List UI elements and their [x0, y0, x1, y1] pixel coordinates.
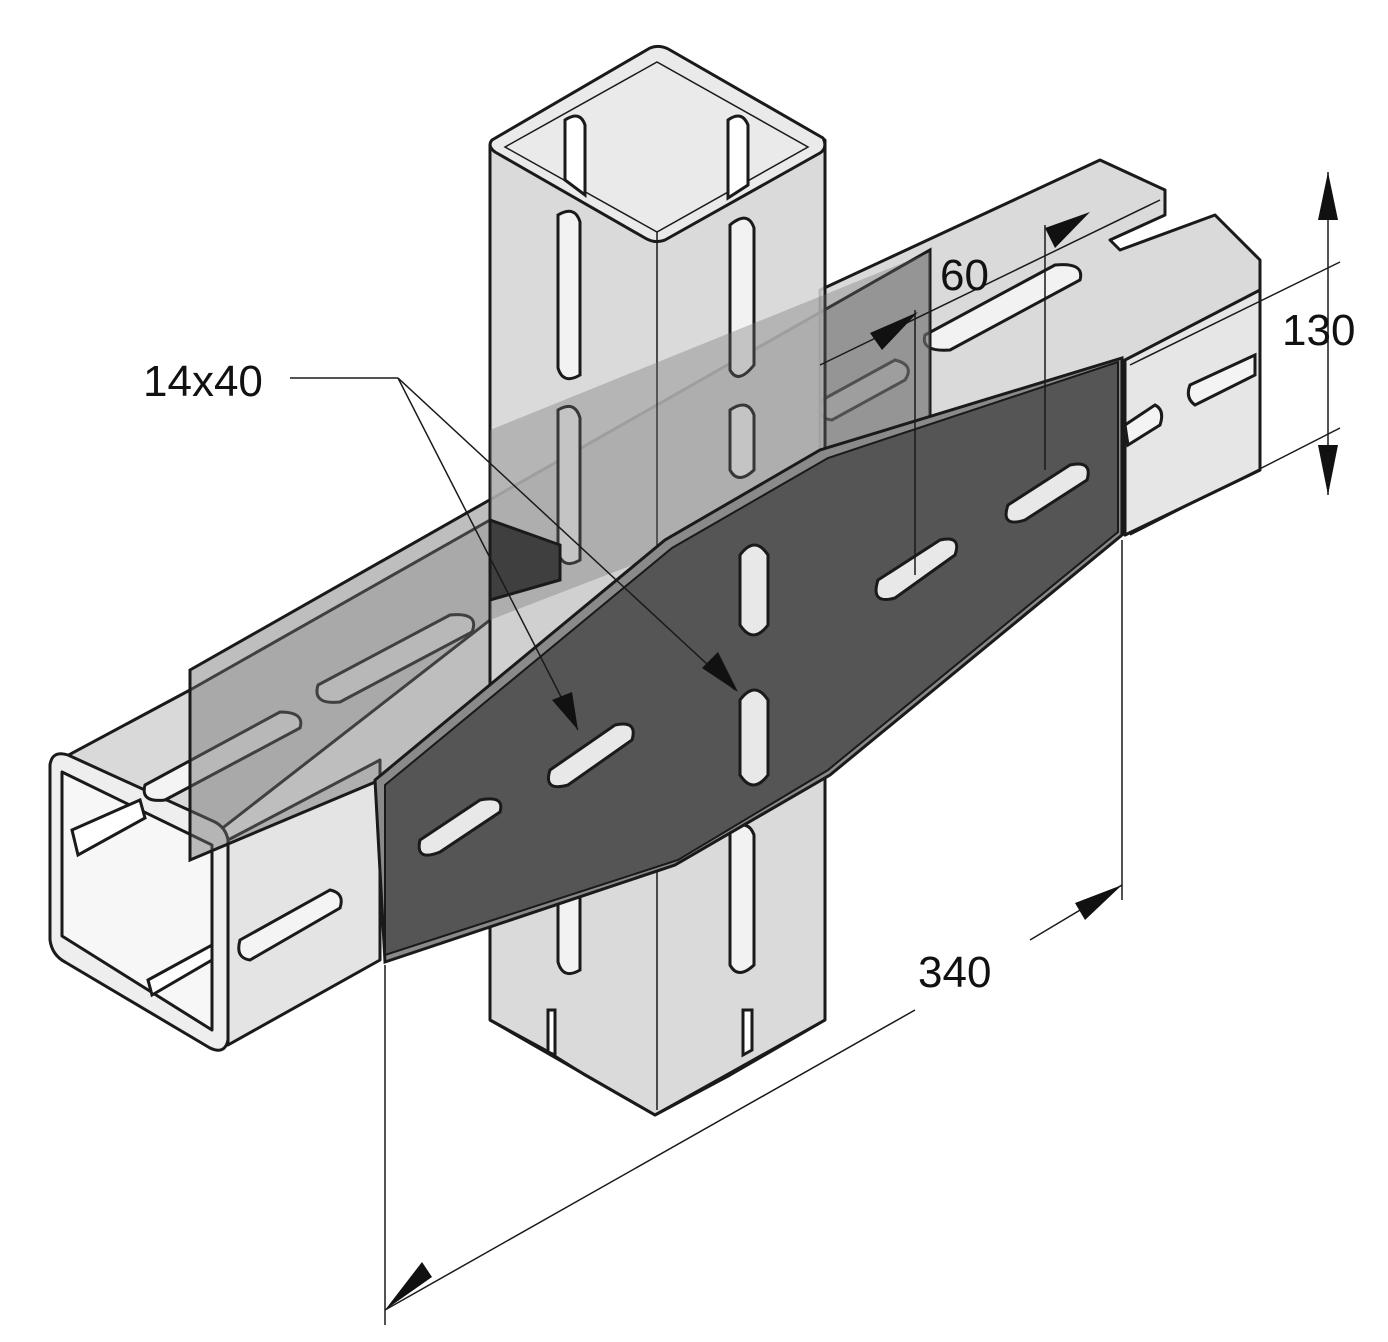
plate-slot-right-inner: [874, 537, 959, 601]
spacing-label: 60: [940, 251, 989, 300]
right-wing-plate-upper: [488, 252, 930, 620]
plate-slot-vertical-lower: [738, 688, 770, 787]
slot-size-label: 14x40: [143, 357, 263, 406]
front-plate: [373, 355, 1124, 965]
plate-slot-left-inner: [547, 722, 635, 789]
dimension-lines: [290, 172, 1341, 1325]
plate-slot-vertical-upper: [738, 543, 770, 637]
height-label: 130: [1282, 306, 1355, 355]
plate-slot-right-outer: [1004, 462, 1090, 524]
horizontal-channel-front: [48, 518, 492, 1052]
length-label: 340: [918, 948, 991, 997]
plate-slot-left-outer: [417, 797, 503, 857]
